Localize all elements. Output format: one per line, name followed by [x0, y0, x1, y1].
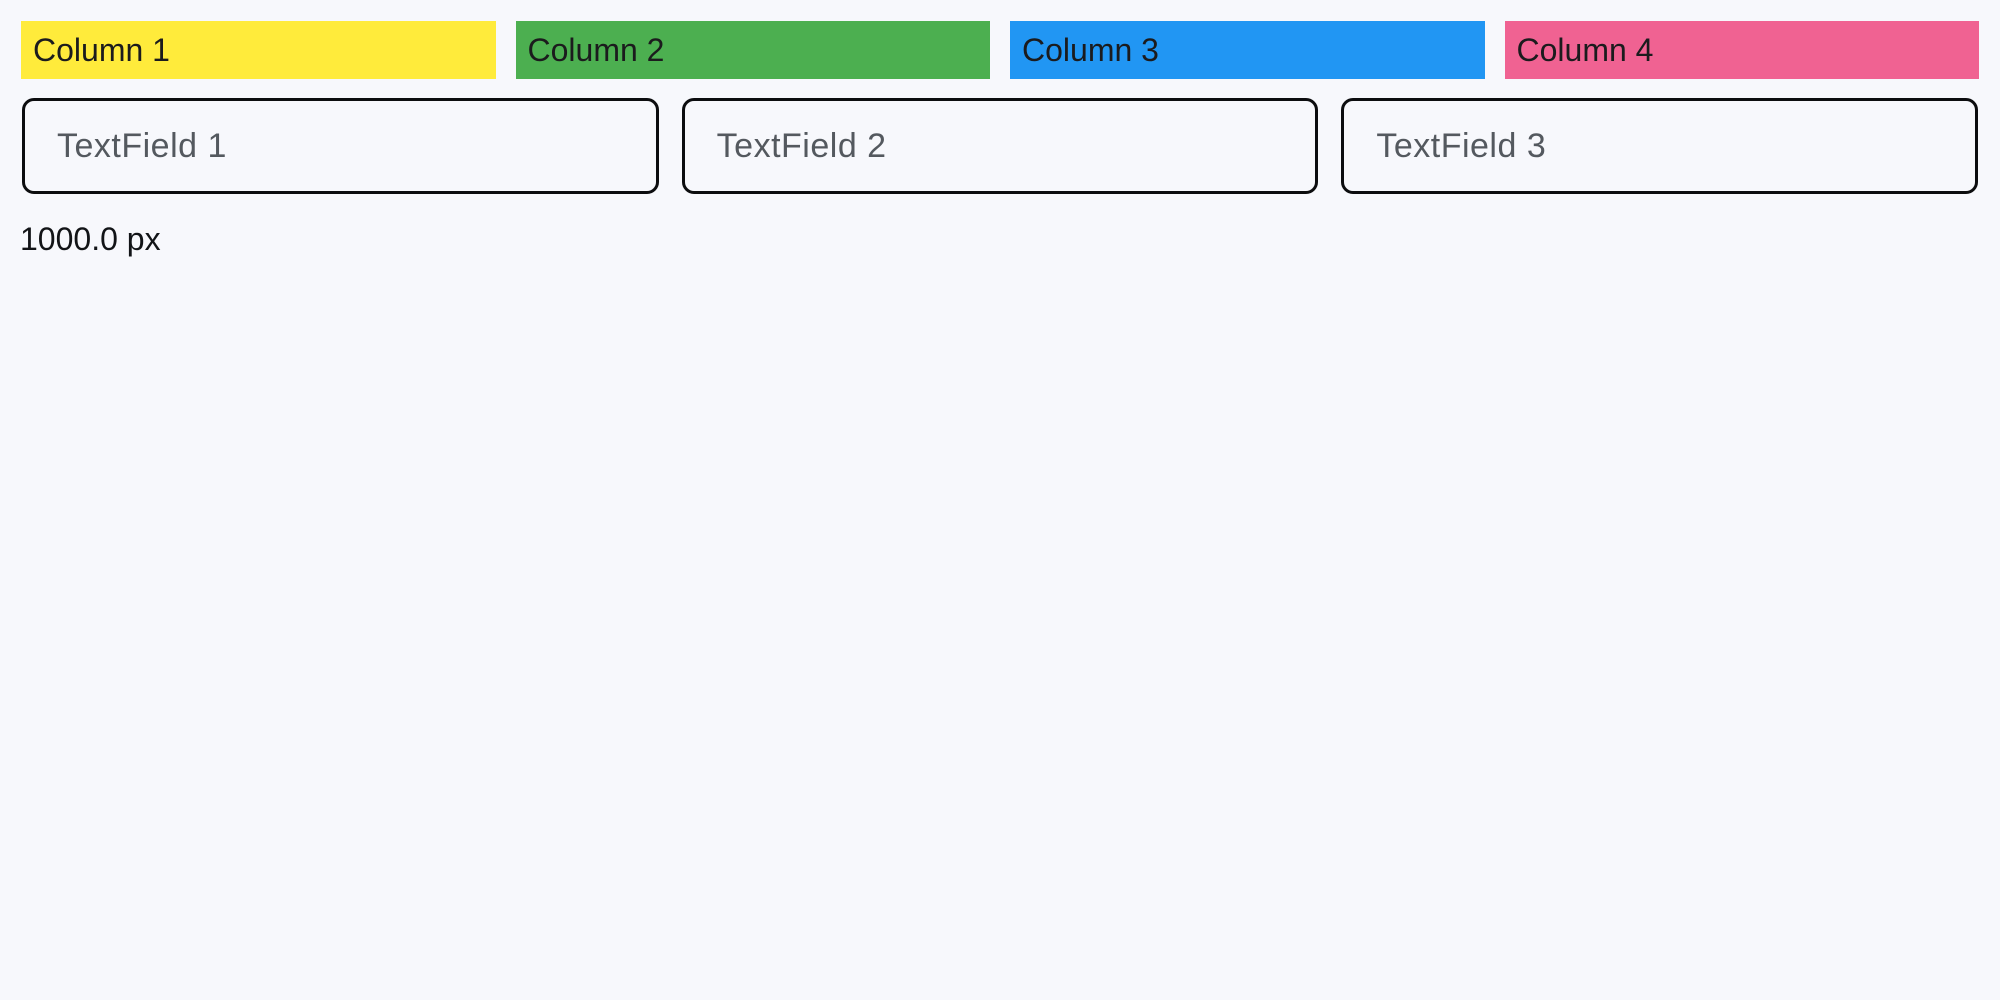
- textfields-row: [0, 79, 2000, 194]
- textfield-2[interactable]: [681, 98, 1319, 194]
- textfield-1[interactable]: [22, 98, 659, 194]
- column-header-4: Column 4: [1504, 21, 1979, 79]
- textfield-3[interactable]: [1341, 98, 1979, 194]
- columns-row: Column 1 Column 2 Column 3 Column 4: [0, 0, 2000, 79]
- column-header-2: Column 2: [515, 21, 990, 79]
- screen-width-label: 1000.0 px: [20, 221, 161, 257]
- column-header-3: Column 3: [1010, 21, 1485, 79]
- column-header-1: Column 1: [21, 21, 496, 79]
